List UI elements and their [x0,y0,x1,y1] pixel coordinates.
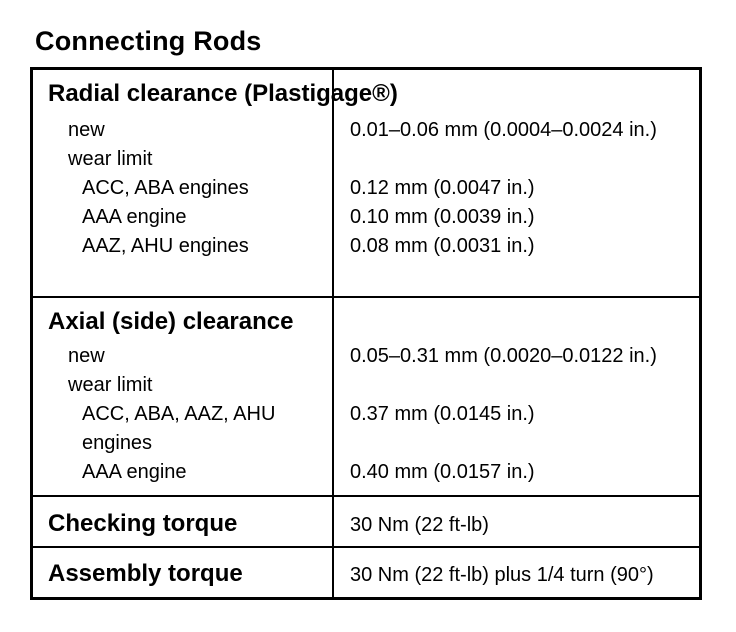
spec-row-axial-new: new 0.05–0.31 mm (0.0020–0.0122 in.) [33,342,699,371]
section-header-axial: Axial (side) clearance [48,308,294,335]
row-value: 0.37 mm (0.0145 in.) [350,403,535,425]
row-value: 30 Nm (22 ft-lb) plus 1/4 turn (90°) [350,564,654,586]
row-label: new [68,345,105,367]
section-header-radial: Radial clearance (Plastigage®) [48,80,398,107]
section-header-assembly-torque: Assembly torque [48,560,243,587]
row-label: wear limit [68,374,153,396]
spec-row-axial-aaa: AAA engine 0.40 mm (0.0157 in.) [33,458,699,487]
spec-table: Radial clearance (Plastigage®) new 0.01–… [30,67,702,600]
row-value: 0.40 mm (0.0157 in.) [350,461,535,483]
row-label: AAZ, AHU engines [82,235,249,257]
section-rows: new 0.01–0.06 mm (0.0004–0.0024 in.) wea… [33,116,699,261]
section-axial-clearance: Axial (side) clearance new 0.05–0.31 mm … [33,298,699,497]
row-value: 30 Nm (22 ft-lb) [350,514,489,536]
spec-row-radial-new: new 0.01–0.06 mm (0.0004–0.0024 in.) [33,116,699,145]
spec-row-radial-acc-aba: ACC, ABA engines 0.12 mm (0.0047 in.) [33,174,699,203]
row-value: 0.10 mm (0.0039 in.) [350,206,535,228]
row-label: ACC, ABA, AAZ, AHU engines [82,403,276,454]
spec-row-radial-aaa: AAA engine 0.10 mm (0.0039 in.) [33,203,699,232]
spec-row-radial-wear-limit: wear limit [33,145,699,174]
section-header-checking-torque: Checking torque [48,510,238,537]
spec-row-axial-acc-aba-aaz-ahu: ACC, ABA, AAZ, AHU engines 0.37 mm (0.01… [33,400,699,458]
spec-row-radial-aaz-ahu: AAZ, AHU engines 0.08 mm (0.0031 in.) [33,232,699,261]
section-checking-torque: Checking torque 30 Nm (22 ft-lb) [33,497,699,548]
row-label: AAA engine [82,461,187,483]
row-label: wear limit [68,148,153,170]
section-assembly-torque: Assembly torque 30 Nm (22 ft-lb) plus 1/… [33,548,699,597]
section-rows: new 0.05–0.31 mm (0.0020–0.0122 in.) wea… [33,342,699,487]
row-label: new [68,119,105,141]
row-label: ACC, ABA engines [82,177,249,199]
spec-row-axial-wear-limit: wear limit [33,371,699,400]
row-value: 0.08 mm (0.0031 in.) [350,235,535,257]
row-value: 0.05–0.31 mm (0.0020–0.0122 in.) [350,345,657,367]
row-label: AAA engine [82,206,187,228]
column-divider [332,70,334,597]
section-radial-clearance: Radial clearance (Plastigage®) new 0.01–… [33,70,699,298]
page-title: Connecting Rods [35,26,262,56]
row-value: 0.12 mm (0.0047 in.) [350,177,535,199]
row-value: 0.01–0.06 mm (0.0004–0.0024 in.) [350,119,657,141]
